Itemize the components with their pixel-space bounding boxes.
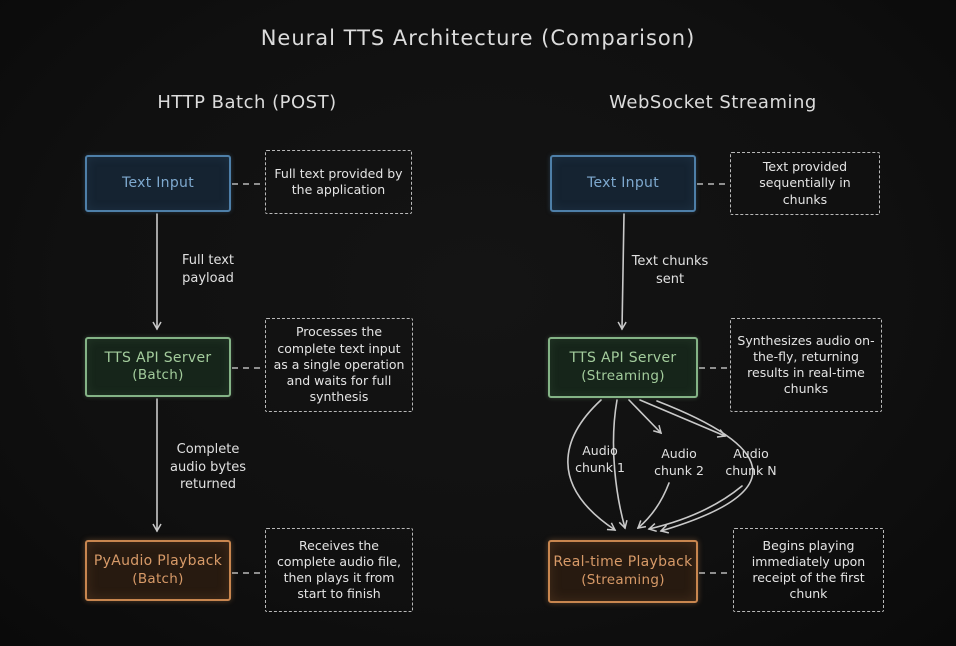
column-header-http-batch: HTTP Batch (POST) [157, 92, 337, 113]
node-tts-api-server-batch[interactable]: TTS API Server (Batch) [85, 337, 231, 397]
column-header-websocket-streaming: WebSocket Streaming [609, 92, 817, 113]
node-label: Text Input [121, 174, 194, 191]
diagram-title: Neural TTS Architecture (Comparison) [260, 26, 696, 50]
note-text: Synthesizes audio on-the-fly, returning … [737, 332, 875, 397]
note-realtime-playback-streaming: Begins playing immediately upon receipt … [733, 528, 884, 612]
edge-label-complete-audio-bytes: Complete audio bytes returned [170, 442, 246, 493]
note-text: Text provided sequentially in chunks [759, 159, 851, 207]
note-tts-api-server-batch: Processes the complete text input as a s… [265, 318, 413, 412]
node-label: TTS API Server [569, 350, 677, 367]
note-text: Processes the complete text input as a s… [273, 324, 405, 405]
note-pyaudio-playback-batch: Receives the complete audio file, then p… [265, 528, 413, 612]
chunk-label-n: Audio chunk N [725, 446, 777, 478]
note-tts-api-server-streaming: Synthesizes audio on-the-fly, returning … [730, 318, 882, 412]
note-text: Begins playing immediately upon receipt … [751, 537, 866, 602]
note-text-input-batch: Full text provided by the application [265, 150, 412, 214]
node-pyaudio-playback-batch[interactable]: PyAudio Playback (Batch) [85, 540, 231, 601]
note-text: Receives the complete audio file, then p… [277, 537, 401, 602]
node-text-input-streaming[interactable]: Text Input [550, 155, 696, 212]
chunk-label-2: Audio chunk 2 [654, 446, 704, 478]
node-sublabel: (Batch) [132, 570, 184, 587]
note-text-input-streaming: Text provided sequentially in chunks [730, 152, 880, 215]
note-text: Full text provided by the application [274, 165, 403, 197]
node-realtime-playback-streaming[interactable]: Real-time Playback (Streaming) [548, 540, 698, 603]
node-tts-api-server-streaming[interactable]: TTS API Server (Streaming) [548, 337, 698, 398]
node-label: Real-time Playback [553, 554, 693, 571]
node-sublabel: (Streaming) [581, 571, 665, 588]
node-text-input-batch[interactable]: Text Input [85, 155, 231, 212]
edge-label-text-chunks-sent: Text chunks sent [631, 254, 709, 287]
node-sublabel: (Streaming) [581, 367, 665, 384]
node-label: PyAudio Playback [93, 553, 223, 570]
node-sublabel: (Batch) [132, 367, 184, 384]
edge-label-full-text-payload: Full text payload [181, 253, 235, 286]
node-label: Text Input [586, 174, 659, 191]
node-label: TTS API Server [104, 349, 212, 366]
chunk-label-1: Audio chunk 1 [575, 443, 625, 475]
